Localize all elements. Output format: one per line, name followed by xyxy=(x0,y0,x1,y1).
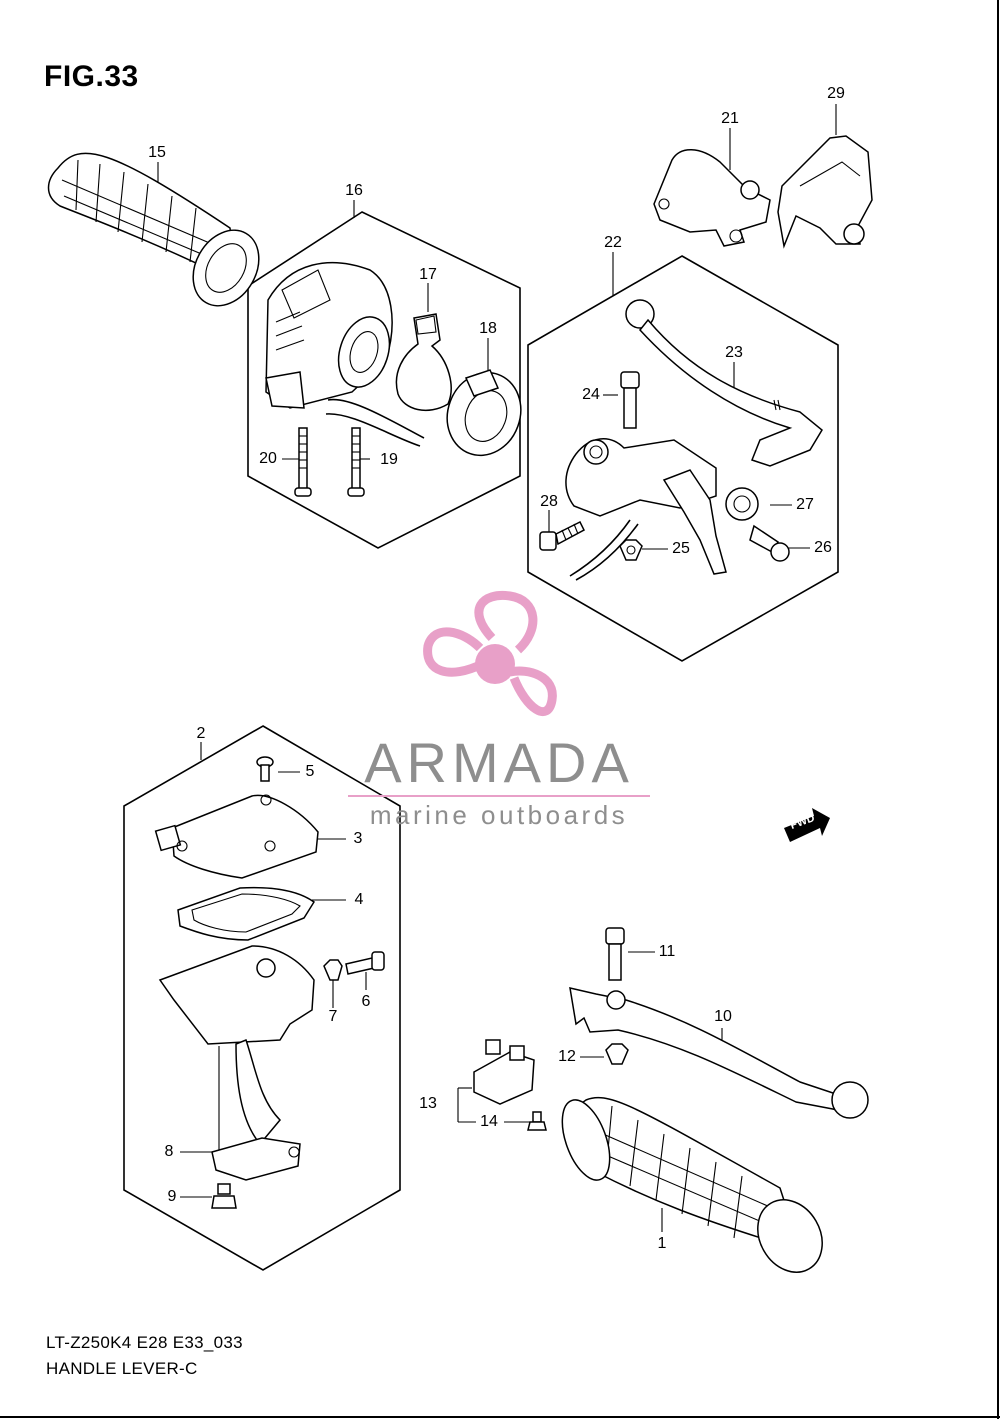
leader-lines xyxy=(157,104,837,1232)
cover-part-3 xyxy=(154,794,319,879)
lever-bracket-group-22 xyxy=(565,438,727,581)
callout-16: 16 xyxy=(345,182,363,199)
brake-lever-part-23 xyxy=(625,299,823,467)
callout-9: 9 xyxy=(167,1188,177,1205)
nut-part-7 xyxy=(323,959,343,981)
screw-part-14 xyxy=(527,1111,547,1131)
watermark-tagline: marine outboards xyxy=(369,800,629,830)
pin-part-24 xyxy=(620,371,640,429)
callout-18: 18 xyxy=(479,320,497,337)
ring-part-18 xyxy=(446,369,522,457)
callout-24: 24 xyxy=(582,386,600,403)
pin-part-11 xyxy=(605,927,625,981)
screw-part-5 xyxy=(256,756,274,782)
callout-15: 15 xyxy=(148,144,166,161)
clamp-part-17 xyxy=(395,313,452,412)
callout-10: 10 xyxy=(714,1008,732,1025)
bolt-part-28 xyxy=(539,520,585,551)
callout-4: 4 xyxy=(354,891,364,908)
grip-left-part-15 xyxy=(47,152,260,307)
lever-housing xyxy=(158,945,315,1181)
watermark-brand: ARMADA xyxy=(364,731,634,794)
bolt-part-6 xyxy=(345,951,385,975)
callout-25: 25 xyxy=(672,540,690,557)
grip-right-part-1 xyxy=(561,1096,823,1273)
switch-part-13 xyxy=(473,1039,535,1105)
model-code: LT-Z250K4 E28 E33_033 xyxy=(46,1333,243,1352)
callout-5: 5 xyxy=(305,763,315,780)
callout-29: 29 xyxy=(827,85,845,102)
callout-8: 8 xyxy=(164,1143,174,1160)
nut-part-25 xyxy=(619,539,643,561)
dial-part-27 xyxy=(725,487,759,521)
diagram-caption: HANDLE LEVER-C xyxy=(46,1359,198,1378)
callout-11: 11 xyxy=(658,943,676,960)
frame-border-bottom xyxy=(0,1416,1000,1418)
callout-23: 23 xyxy=(725,344,743,361)
callout-19: 19 xyxy=(380,451,398,468)
callout-21: 21 xyxy=(721,110,739,127)
propeller-logo-icon xyxy=(423,590,557,716)
forward-arrow-icon xyxy=(784,808,830,842)
callout-28: 28 xyxy=(540,493,558,510)
group-outline-2 xyxy=(123,725,401,1271)
callout-22: 22 xyxy=(604,234,622,251)
screw-part-19 xyxy=(347,427,365,497)
frame-border-right xyxy=(997,0,999,1419)
bracket-part-21 xyxy=(653,149,771,247)
gasket-part-4 xyxy=(177,886,316,941)
callout-1: 1 xyxy=(657,1235,667,1252)
callout-26: 26 xyxy=(814,539,832,556)
callout-7: 7 xyxy=(328,1008,338,1025)
callout-3: 3 xyxy=(353,830,363,847)
callout-17: 17 xyxy=(419,266,437,283)
cover-part-29 xyxy=(777,135,873,249)
callout-12: 12 xyxy=(558,1048,576,1065)
callout-27: 27 xyxy=(796,496,814,513)
figure-title: FIG.33 xyxy=(44,60,139,93)
callout-2: 2 xyxy=(196,725,206,742)
callout-6: 6 xyxy=(361,993,371,1010)
bolt-part-9 xyxy=(211,1183,237,1209)
callout-13: 13 xyxy=(419,1095,437,1112)
callout-14: 14 xyxy=(480,1113,498,1130)
nut-part-12 xyxy=(605,1043,629,1065)
screw-part-20 xyxy=(294,427,312,497)
callout-20: 20 xyxy=(259,450,277,467)
group-outline-22 xyxy=(527,255,839,662)
lever-part-10 xyxy=(569,987,869,1119)
bolt-part-26 xyxy=(749,524,790,562)
switch-housing-part-16 xyxy=(265,261,425,447)
